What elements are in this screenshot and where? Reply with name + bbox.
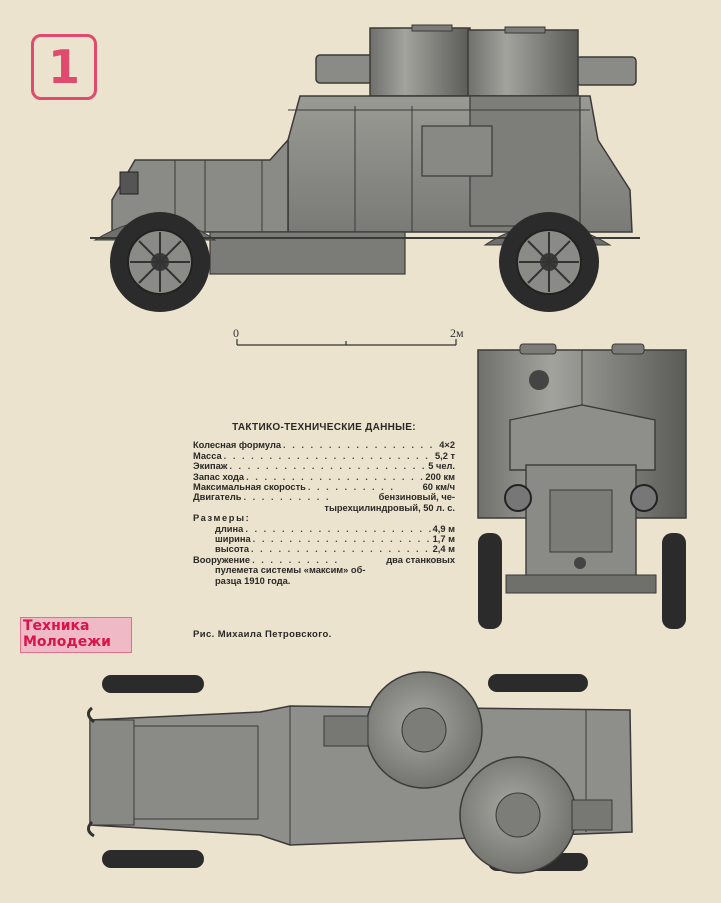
spec-value: два станковых (386, 554, 455, 565)
scale-label-end: 2м (450, 326, 464, 340)
illustration-credit: Рис. Михаила Петровского. (193, 629, 332, 640)
spec-value: 1,7 м (432, 534, 455, 545)
spec-value: 200 км (425, 471, 455, 482)
spec-label: Максимальная скорость (193, 482, 306, 493)
spec-label: ширина (215, 534, 251, 545)
specs-title: ТАКТИКО-ТЕХНИЧЕСКИЕ ДАННЫЕ: (232, 422, 416, 433)
rear-wheel (499, 212, 599, 312)
magazine-logo: Техника Молодежи (20, 617, 132, 653)
top-view (87, 671, 633, 874)
logo-line-2: Молодежи (23, 634, 111, 650)
spec-row-height: высота . . . . . . . . . . . . . . . . .… (193, 544, 455, 554)
spec-label: Двигатель (193, 492, 242, 503)
spec-row-engine: Двигатель . . . . . . . . . . бензиновый… (193, 492, 455, 502)
spec-label: высота (215, 544, 249, 555)
logo-line-1: Техника (23, 618, 90, 634)
spec-label: Колесная формула (193, 440, 282, 451)
dot-leader: . . . . . . . . . . . . . . . . . . . . … (223, 450, 435, 461)
spec-row-mass: Масса . . . . . . . . . . . . . . . . . … (193, 451, 455, 461)
scale-bar (236, 339, 457, 346)
figure-number-badge: 1 (31, 34, 97, 100)
spec-value: 5 чел. (428, 461, 455, 472)
spec-label: Экипаж (193, 461, 228, 472)
dot-leader: . . . . . . . . . . (243, 492, 331, 503)
spec-value: 60 км/ч (422, 482, 455, 493)
dot-leader: . . . . . . . . . . . . . . . . . . . . … (246, 471, 425, 482)
dot-leader: . . . . . . . . . . . . . . . . . . . . … (251, 544, 433, 555)
spec-row-range: Запас хода . . . . . . . . . . . . . . .… (193, 472, 455, 482)
spec-value: 5,2 т (434, 450, 455, 461)
spec-value: бензиновый, че- (378, 492, 455, 503)
spec-row-crew: Экипаж . . . . . . . . . . . . . . . . .… (193, 461, 455, 471)
side-view (90, 24, 640, 312)
spec-value: тырехцилиндровый, 50 л. с. (324, 502, 455, 513)
dot-leader: . . . . . . . . . . . . . . . . . . . . (283, 440, 439, 451)
dot-leader: . . . . . . . . . . (252, 554, 340, 565)
spec-dimensions-heading: Размеры: (193, 513, 251, 524)
dot-leader: . . . . . . . . . . . . . . . . . . . . … (252, 534, 433, 545)
spec-row-max-speed: Максимальная скорость . . . . . . . . . … (193, 482, 455, 492)
spec-label: длина (215, 523, 244, 534)
spec-value: 2,4 м (432, 544, 455, 555)
spec-row-engine-cont: тырехцилиндровый, 50 л. с. (193, 503, 455, 513)
dot-leader: . . . . . . . . . . . . . . . . . . . . … (245, 523, 433, 534)
spec-row-armament-cont: пулемета системы «максим» об- (215, 565, 366, 576)
spec-label: Масса (193, 450, 222, 461)
spec-value: 4×2 (439, 440, 455, 451)
front-wheel (110, 212, 210, 312)
spec-label: Вооружение (193, 554, 251, 565)
spec-row-width: ширина . . . . . . . . . . . . . . . . .… (193, 534, 455, 544)
spec-label: Запас хода (193, 471, 245, 482)
spec-row-wheel-formula: Колесная формула . . . . . . . . . . . .… (193, 440, 455, 450)
dot-leader: . . . . . . . . . . (307, 482, 395, 493)
front-view (477, 343, 687, 629)
spec-row-length: длина . . . . . . . . . . . . . . . . . … (193, 524, 455, 534)
scale-label-start: 0 (233, 326, 239, 340)
dot-leader: . . . . . . . . . . . . . . . . . . . . … (229, 461, 428, 472)
spec-value: 4,9 м (432, 523, 455, 534)
specs-block: ТАКТИКО-ТЕХНИЧЕСКИЕ ДАННЫЕ: Колесная фор… (193, 422, 455, 586)
spec-row-armament: Вооружение . . . . . . . . . . два станк… (193, 555, 455, 565)
spec-row-armament-cont: разца 1910 года. (215, 575, 291, 586)
